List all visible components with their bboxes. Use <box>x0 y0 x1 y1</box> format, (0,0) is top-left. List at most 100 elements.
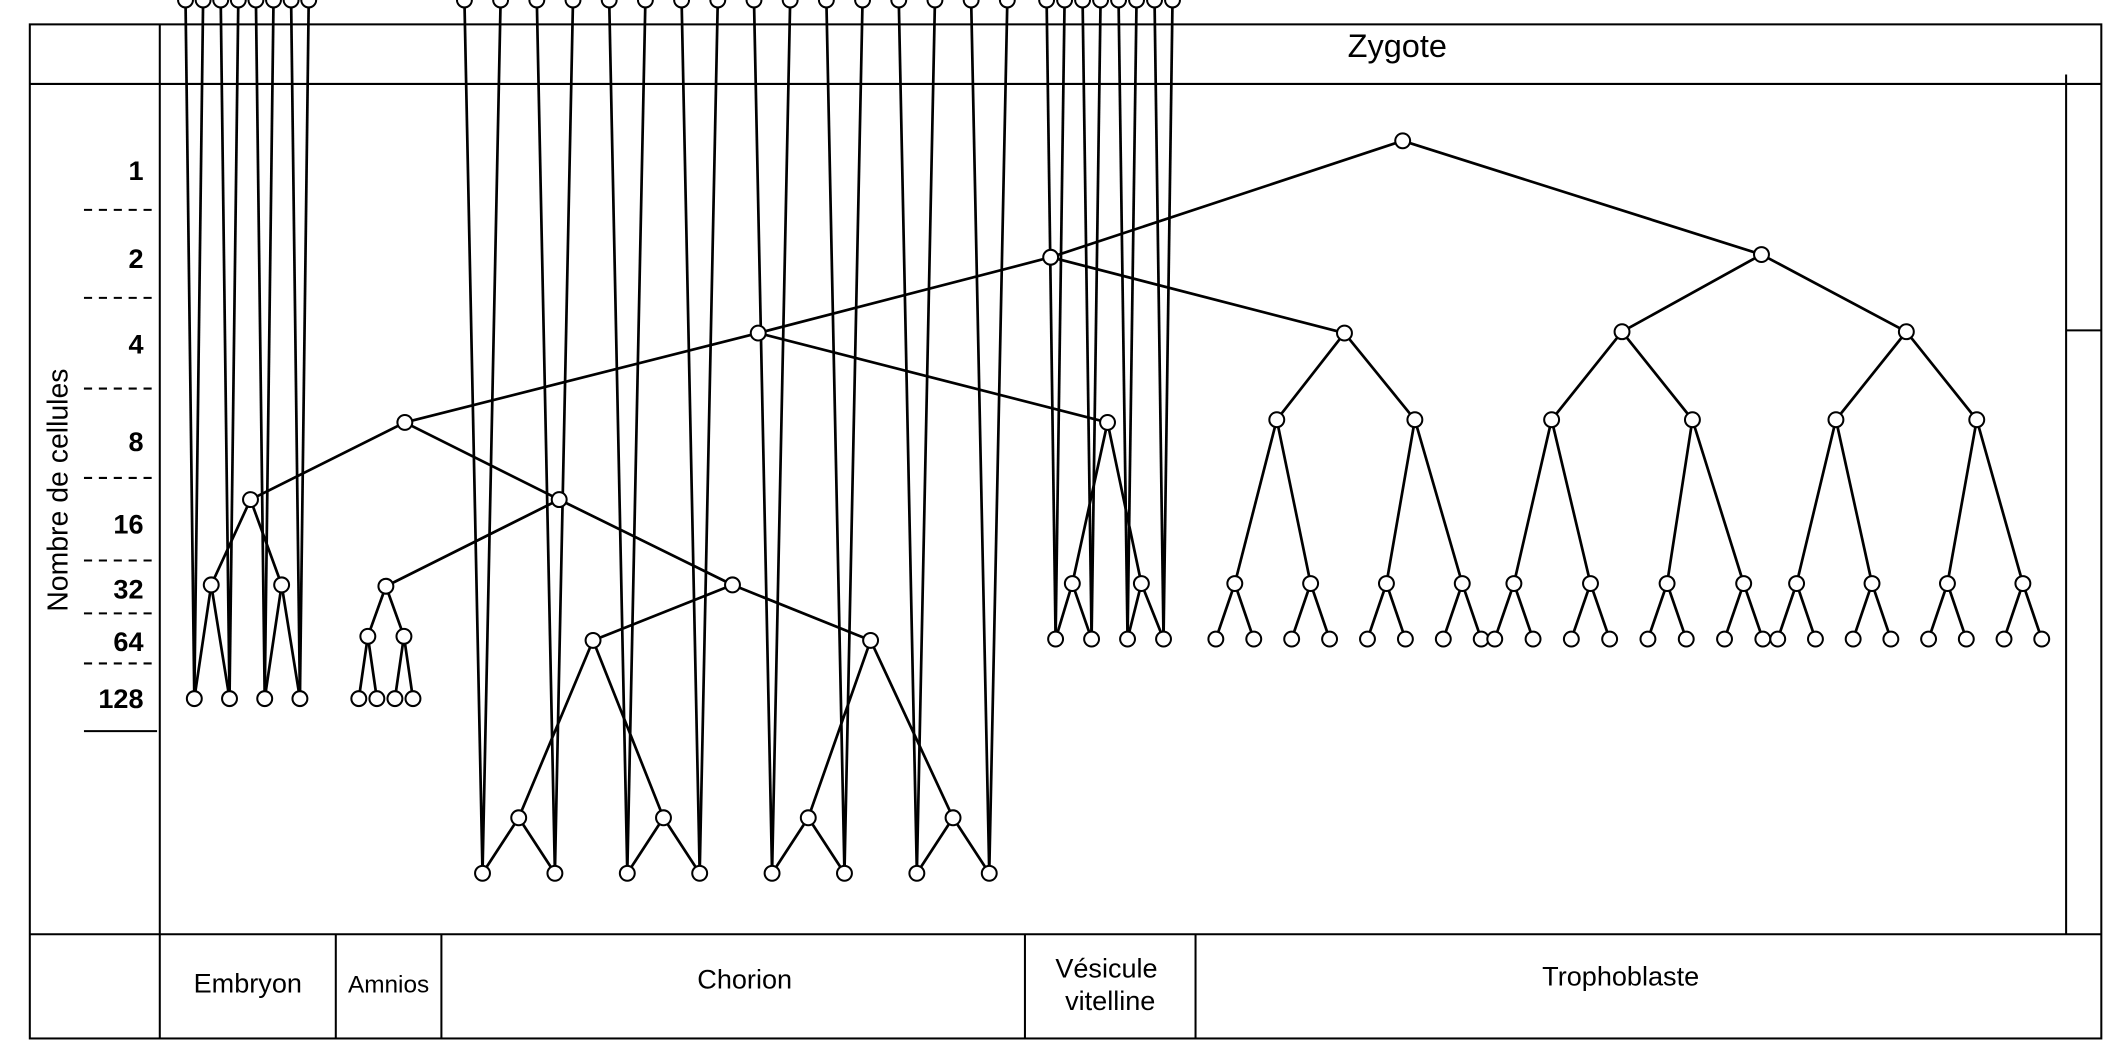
lineage-edge <box>393 636 406 699</box>
leaf-cell-node <box>781 0 799 9</box>
lineage-edge <box>558 498 734 587</box>
lineage-edge <box>1153 0 1165 640</box>
cell-node <box>1582 575 1599 593</box>
lineage-edge <box>1309 583 1331 640</box>
leaf-cell-node <box>177 0 194 9</box>
cell-node <box>2014 575 2032 593</box>
lineage-edge <box>1620 330 1694 421</box>
cell-node <box>1099 413 1116 431</box>
lineage-edge <box>752 0 774 874</box>
lineage-edge <box>184 0 196 699</box>
lineage-edge <box>228 0 240 699</box>
lineage-edge <box>1385 419 1417 584</box>
leaf-cell-node <box>368 690 386 708</box>
leaf-cell-node <box>1769 630 1787 648</box>
tree-edges <box>184 0 2044 875</box>
lineage-edge <box>915 817 955 875</box>
level-label: 64 <box>113 626 143 657</box>
lineage-edge <box>517 639 595 819</box>
leaf-cell-node <box>564 0 582 9</box>
cell-node <box>1047 630 1065 648</box>
lineage-edge <box>1851 583 1874 640</box>
cell-node <box>1336 324 1353 342</box>
lineage-edge <box>1795 419 1838 584</box>
lineage-edge <box>192 584 213 699</box>
lineage-edge <box>806 639 872 819</box>
lineage-edge <box>1290 583 1312 640</box>
lineage-edge <box>192 0 205 699</box>
zygote-title: Zygote <box>1348 28 1447 64</box>
cell-node <box>1658 575 1676 593</box>
leaf-cell-node <box>1995 630 2013 648</box>
lineage-edge <box>825 0 846 874</box>
lineage-edge <box>1140 583 1165 640</box>
cell-node <box>1735 575 1753 593</box>
lineage-edge <box>249 421 406 501</box>
tree-nodes <box>177 0 2051 882</box>
leaf-cell-node <box>890 0 908 9</box>
leaf-cell-node <box>1677 630 1695 648</box>
leaf-cell-node <box>282 0 300 9</box>
cell-node <box>546 864 564 882</box>
leaf-cell-node <box>1074 0 1092 9</box>
cell-node <box>749 324 767 342</box>
lineage-edge <box>1665 419 1694 584</box>
cell-node <box>862 631 880 649</box>
leaf-cell-node <box>1283 630 1301 648</box>
leaf-cell-node <box>1092 0 1110 9</box>
cell-node <box>1377 575 1395 593</box>
lineage-edge <box>1054 583 1074 640</box>
lineage-edge <box>1742 583 1765 640</box>
lineage-edge <box>1512 419 1553 584</box>
cell-node <box>1897 323 1915 341</box>
lineage-edge <box>535 0 557 874</box>
lineage-edge <box>1081 0 1093 640</box>
cell-node <box>836 864 853 882</box>
lineage-edge <box>1550 419 1592 584</box>
leaf-cell-node <box>247 0 265 9</box>
lineage-edge <box>1233 419 1279 584</box>
lineage-edge <box>626 817 665 875</box>
cell-node <box>1119 630 1137 648</box>
lineage-edge <box>1214 583 1237 640</box>
lineage-edge <box>1589 583 1611 640</box>
leaf-cell-node <box>1110 0 1128 9</box>
leaf-cell-node <box>1601 630 1619 648</box>
lineage-edge <box>843 0 864 874</box>
level-labels: 1 2 4 8 16 32 64 128 <box>98 155 143 714</box>
lineage-edge <box>1927 583 1949 640</box>
cell-node <box>221 690 238 708</box>
cell-node <box>256 690 274 708</box>
lineage-edge <box>219 0 231 699</box>
lineage-edge <box>1870 583 1893 640</box>
cell-node <box>1083 630 1101 648</box>
lineage-edge <box>1071 583 1093 640</box>
lineage-edge <box>1442 583 1464 640</box>
lineage-edge <box>517 817 557 875</box>
cell-node <box>396 413 414 431</box>
cell-node <box>655 809 672 827</box>
lineage-edge <box>481 817 520 875</box>
lineage-edge <box>915 0 937 874</box>
lineage-edge <box>298 0 311 699</box>
cell-node <box>1613 323 1631 341</box>
leaf-cell-node <box>1359 630 1376 648</box>
cell-node <box>474 864 491 882</box>
leaf-cell-node <box>1920 630 1938 648</box>
leaf-cell-node <box>1716 630 1733 648</box>
lineage-edge <box>463 0 484 874</box>
cell-node <box>510 809 528 827</box>
lineage-edge <box>1795 583 1817 640</box>
lineage-edge <box>1413 419 1464 584</box>
lineage-edge <box>404 421 560 501</box>
cell-node <box>1406 411 1424 429</box>
leaf-cell-node <box>350 690 368 708</box>
lineage-edge <box>280 584 302 699</box>
leaf-cell-node <box>492 0 510 9</box>
lineage-edge <box>1050 255 1345 335</box>
lineage-edge <box>1975 419 2025 584</box>
leaf-cell-node <box>673 0 691 9</box>
lineage-edge <box>1460 583 1483 640</box>
cell-node <box>763 864 781 882</box>
